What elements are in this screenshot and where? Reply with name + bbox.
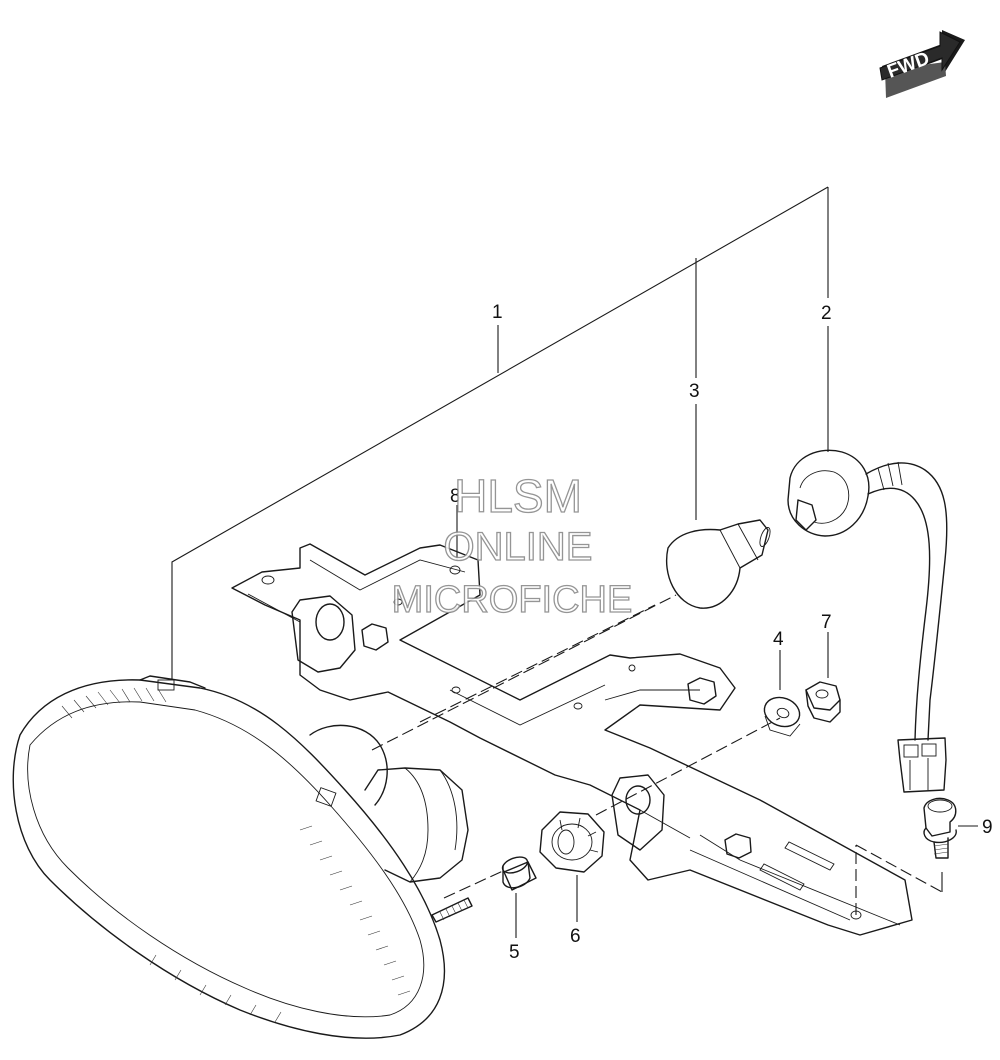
spacer-part [501, 856, 537, 891]
callout-4: 4 [773, 629, 784, 650]
callout-6: 6 [570, 926, 581, 947]
bracket-part [231, 543, 913, 936]
nut-7-part [805, 681, 841, 723]
bulb-part [666, 519, 771, 609]
callout-7: 7 [821, 612, 832, 633]
bolt-part [923, 797, 957, 859]
assembly-dashed-lines [371, 594, 943, 915]
callout-9: 9 [982, 817, 993, 838]
nut-6-part [539, 811, 605, 873]
callout-5: 5 [509, 942, 520, 963]
fwd-arrow-icon: FWD [879, 30, 965, 98]
socket-harness-part [787, 449, 948, 793]
watermark-line-2: ONLINE [444, 525, 593, 569]
callout-8: 8 [450, 486, 461, 507]
callout-2: 2 [821, 303, 832, 324]
callout-leaders [171, 186, 978, 938]
watermark: HLSM ONLINE MICROFICHE [391, 469, 633, 621]
watermark-line-1: HLSM [454, 470, 582, 522]
callout-labels: 1 2 3 4 5 6 7 8 9 [450, 302, 993, 963]
callout-3: 3 [689, 381, 700, 402]
washer-part [763, 696, 801, 737]
callout-1: 1 [492, 302, 503, 323]
lamp-assembly-part [12, 675, 473, 1039]
watermark-line-3: MICROFICHE [392, 579, 633, 621]
